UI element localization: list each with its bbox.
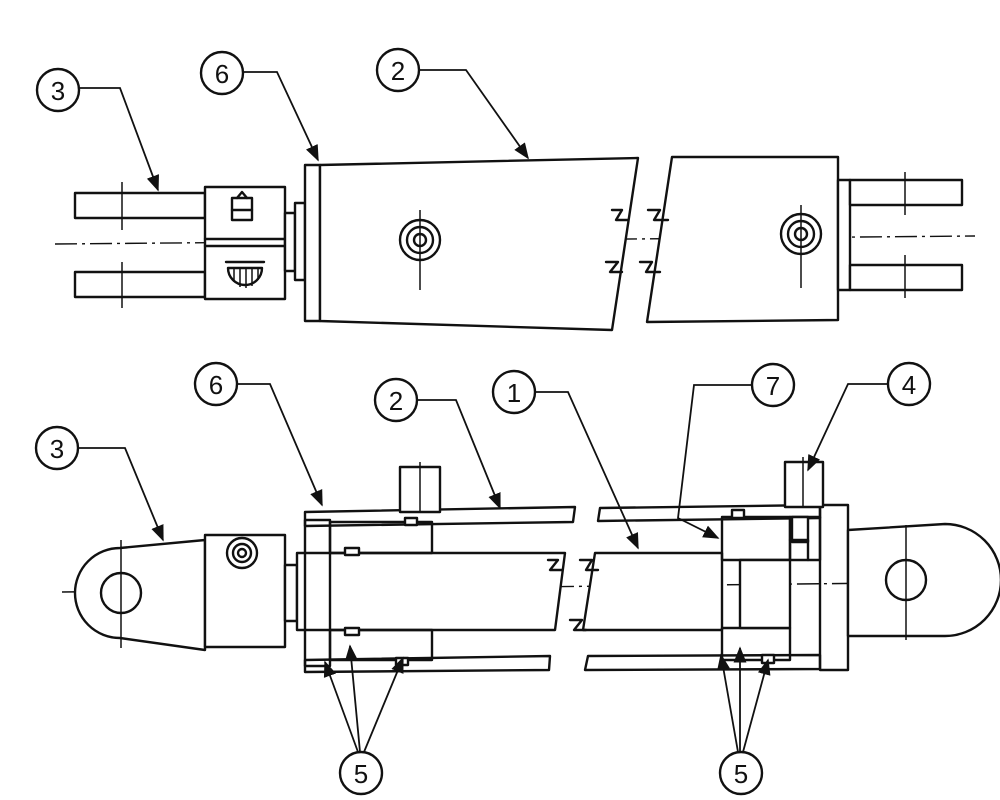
top-gland-end xyxy=(303,163,322,323)
svg-text:3: 3 xyxy=(50,434,64,464)
balloon-bottom-5-left: 5 xyxy=(338,750,384,796)
balloon-top-3: 3 xyxy=(35,67,81,113)
balloon-top-2: 2 xyxy=(375,47,421,93)
top-port-right-icon xyxy=(779,205,823,288)
svg-text:6: 6 xyxy=(209,370,223,400)
top-barrel-right xyxy=(645,155,840,324)
svg-text:2: 2 xyxy=(389,386,403,416)
svg-text:5: 5 xyxy=(734,759,748,789)
top-rear-prong-upper xyxy=(848,178,964,207)
bottom-nut-icon xyxy=(225,536,259,570)
top-rod-neck xyxy=(283,211,297,273)
balloon-bottom-1: 1 xyxy=(491,369,537,415)
svg-text:6: 6 xyxy=(215,59,229,89)
top-clevis-prong-lower xyxy=(73,270,207,299)
leader-lines xyxy=(77,69,887,753)
top-port-left-icon xyxy=(398,210,442,290)
balloon-bottom-7: 7 xyxy=(750,362,796,408)
svg-text:1: 1 xyxy=(507,378,521,408)
top-clevis-prong-upper xyxy=(73,191,207,220)
balloon-bottom-2: 2 xyxy=(373,377,419,423)
svg-text:2: 2 xyxy=(391,56,405,86)
bottom-piston xyxy=(720,515,792,562)
svg-text:3: 3 xyxy=(51,76,65,106)
bottom-view-section xyxy=(61,457,1000,674)
balloon-bottom-3: 3 xyxy=(34,425,80,471)
top-rear-prong-lower xyxy=(848,263,964,292)
svg-text:7: 7 xyxy=(766,371,780,401)
bottom-port-right xyxy=(783,460,825,509)
top-barrel-left xyxy=(318,156,640,332)
bottom-piston-rod xyxy=(295,551,567,632)
top-view-exterior xyxy=(54,155,976,332)
svg-text:4: 4 xyxy=(902,370,916,400)
balloon-bottom-4: 4 xyxy=(886,361,932,407)
svg-text:5: 5 xyxy=(354,759,368,789)
bottom-rear-cap xyxy=(818,503,850,672)
balloon-top-6: 6 xyxy=(199,50,245,96)
balloon-bottom-6: 6 xyxy=(193,361,239,407)
balloon-bottom-5-right: 5 xyxy=(718,750,764,796)
